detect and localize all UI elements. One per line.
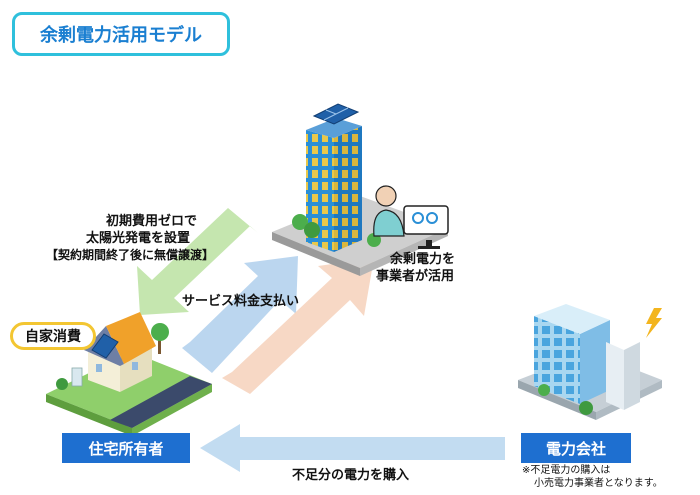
self-consumption-badge: 自家消費 <box>10 322 96 350</box>
lightning-icon <box>646 308 662 338</box>
homeowner-badge: 住宅所有者 <box>62 433 190 463</box>
footnote-line2: 小売電力事業者となります。 <box>534 478 663 489</box>
surplus-label-line2: 事業者が活用 <box>376 269 455 284</box>
power-plant-icon <box>518 304 662 420</box>
house-icon <box>46 312 212 436</box>
power-company-badge: 電力会社 <box>521 433 631 463</box>
surplus-label-line1: 余剰電力を <box>390 252 456 267</box>
surplus-power-arrow <box>222 258 374 394</box>
install-arrow <box>137 208 258 315</box>
office-building-icon <box>272 103 448 276</box>
install-label-line3: 【契約期間終了後に無償譲渡】 <box>46 248 215 262</box>
install-label-line1: 初期費用ゼロで <box>106 214 198 229</box>
operator-icon <box>373 185 449 249</box>
purchase-arrow <box>200 424 505 472</box>
service-fee-arrow <box>182 256 298 373</box>
install-label-line2: 太陽光発電を設置 <box>86 231 191 246</box>
diagram-title: 余剰電力活用モデル <box>12 12 230 56</box>
footnote-line1: ※不足電力の購入は <box>522 465 611 476</box>
purchase-label: 不足分の電力を購入 <box>292 468 410 483</box>
service-fee-label: サービス料金支払い <box>182 294 300 309</box>
footnote: ※不足電力の購入は 小売電力事業者となります。 <box>522 464 663 490</box>
